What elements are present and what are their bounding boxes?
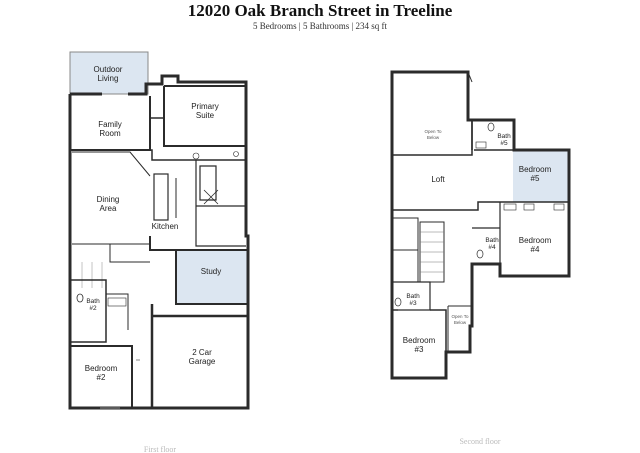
garage-label-2: Garage (189, 357, 216, 366)
dining-area-label-2: Area (100, 204, 117, 213)
loft-label: Loft (431, 175, 445, 184)
garage-label-1: 2 Car (192, 348, 212, 357)
bedroom4-label-1: Bedroom (519, 236, 552, 245)
bedroom2-label-2: #2 (97, 373, 106, 382)
outdoor-living-label-2: Living (98, 74, 119, 83)
second-floor-label: Second floor (459, 437, 500, 446)
bedroom4-label-2: #4 (531, 245, 540, 254)
kitchen-label: Kitchen (152, 222, 179, 231)
open-to-below-2-label-1: Open To (452, 314, 469, 319)
bath4-label-1: Bath (485, 237, 499, 244)
bath5-label-2: #5 (500, 140, 508, 147)
bath3-label-1: Bath (406, 293, 420, 300)
bath2-label-2: #2 (89, 305, 97, 312)
dining-area-label-1: Dining (97, 195, 120, 204)
open-to-below-2-label-2: Below (454, 320, 467, 325)
primary-suite-label-2: Suite (196, 111, 215, 120)
bedroom5-area (513, 150, 569, 202)
first-floor-plan (68, 51, 250, 410)
bedroom2-label-1: Bedroom (85, 364, 118, 373)
page-subtitle: 5 Bedrooms | 5 Bathrooms | 234 sq ft (252, 21, 388, 31)
bedroom5-label-2: #5 (531, 174, 540, 183)
outdoor-living-area (69, 51, 149, 95)
open-to-below-label-2: Below (427, 135, 440, 140)
study-label: Study (201, 267, 221, 276)
family-room-label-1: Family (98, 120, 122, 129)
family-room-label-2: Room (99, 129, 121, 138)
bath3-label-2: #3 (409, 300, 417, 307)
bedroom3-label-2: #3 (415, 345, 424, 354)
second-floor-plan (390, 70, 571, 380)
primary-suite-label-1: Primary (191, 102, 219, 111)
bath2-label-1: Bath (86, 298, 100, 305)
study-area (176, 250, 248, 304)
bath5-label-1: Bath (497, 133, 511, 140)
open-to-below-label-1: Open To (425, 129, 442, 134)
page-title: 12020 Oak Branch Street in Treeline (187, 1, 453, 20)
first-floor-label: First floor (144, 445, 177, 453)
bedroom3-label-1: Bedroom (403, 336, 436, 345)
outdoor-living-label-1: Outdoor (94, 65, 123, 74)
bath4-label-2: #4 (488, 244, 496, 251)
bedroom5-label-1: Bedroom (519, 165, 552, 174)
